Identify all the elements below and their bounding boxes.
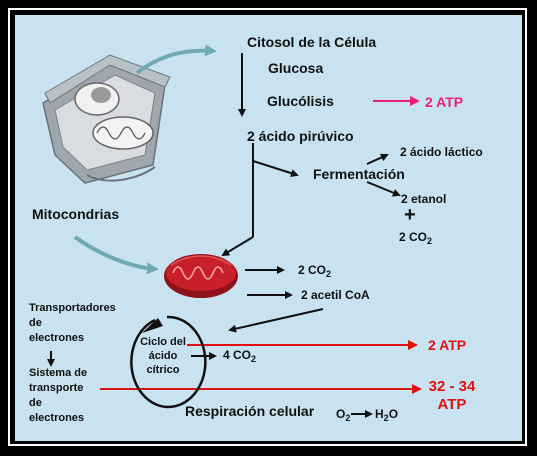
h2o-o: O [388,407,399,421]
co2-ferm-text: 2 CO [399,230,428,244]
label-atp-glucolisis: 2 ATP [425,94,464,110]
co2-mito-text: 2 CO [298,263,327,277]
transportadores-line-2: de [29,317,42,329]
frame-inner-border [8,8,527,446]
diagram-graphics [42,44,422,418]
label-plus: + [404,204,416,226]
h2o-sub: 2 [383,413,389,423]
arrow-ferm-ethanol [366,181,401,197]
arrow-acetil-ciclo [228,308,324,333]
label-atp-ciclo: 2 ATP [428,337,467,353]
teal-arrow-to-cytosol [135,44,217,75]
diagram-panel: Citosol de la Célula Glucosa Glucólisis … [15,15,522,441]
transportadores-line-1: Transportadores [29,302,116,314]
cell-illustration [42,54,171,184]
label-co2-ciclo: 4 CO2 [223,349,256,364]
h2o-h: H [375,407,384,421]
transportadores-line-3: electrones [29,332,85,344]
ciclo-line-2: ácido [148,350,178,362]
arrow-ferm-lactic [366,153,389,165]
sistema-line-2: transporte [29,382,84,394]
label-transportadores: Transportadores de electrones [29,301,116,346]
label-fermentacion: Fermentación [313,166,405,182]
label-acido-piruvico: 2 ácido pirúvico [247,128,354,144]
sistema-line-4: electrones [29,412,85,424]
mitochondrion-illustration [164,254,238,298]
atp-final-line-1: 32 - 34 [428,378,476,395]
teal-arrow-to-mitochondrion [73,235,159,275]
ciclo-line-3: cítrico [146,364,180,376]
label-mitocondrias: Mitocondrias [32,206,120,222]
label-ciclo-citrico: Ciclo del ácido cítrico [139,335,187,377]
co2-mito-sub: 2 [326,269,332,279]
title-citosol: Citosol de la Célula [247,34,377,50]
sistema-line-3: de [29,397,42,409]
co2-ferm-sub: 2 [427,236,433,246]
sistema-line-1: Sistema de [29,367,88,379]
label-acido-lactico: 2 ácido láctico [400,145,483,159]
label-acetil-coa: 2 acetil CoA [301,288,370,302]
o2-text: O [336,407,346,421]
co2-ciclo-sub: 2 [251,354,257,364]
arrow-to-mito [221,236,254,257]
co2-ciclo-text: 4 CO [223,348,252,362]
label-respiracion-celular: Respiración celular [185,403,315,419]
ciclo-line-1: Ciclo del [140,336,186,348]
label-glucosa: Glucosa [268,60,324,76]
label-sistema-transporte: Sistema de transporte de electrones [29,366,87,426]
atp-final-line-2: ATP [437,396,467,413]
label-atp-final: 32 - 34 ATP [425,378,479,414]
label-co2-mito: 2 CO2 [298,264,331,279]
label-co2-ferm: 2 CO2 [399,231,432,246]
label-h2o: H2O [375,408,398,423]
label-o2: O2 [336,408,350,423]
label-glucolisis: Glucólisis [267,93,334,109]
citric-cycle-circle [130,315,207,409]
o2-sub: 2 [345,413,351,423]
arrow-pyruvate-fermentation [252,143,299,177]
label-etanol: 2 etanol [401,192,447,206]
